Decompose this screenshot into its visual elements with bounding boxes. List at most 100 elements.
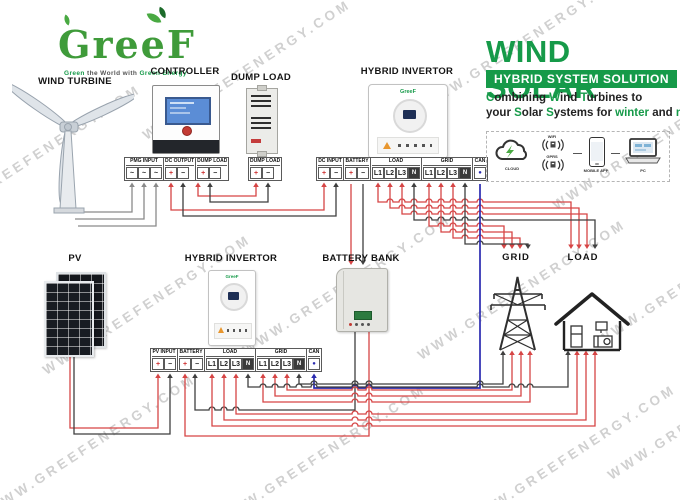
inverter-brand: GreeF xyxy=(400,89,416,95)
dash-separator xyxy=(573,153,582,154)
wire-arrowhead xyxy=(387,182,393,187)
grid-tower-icon xyxy=(490,276,546,351)
wire-arrowhead xyxy=(525,244,531,249)
terminal-group-label: GRID xyxy=(423,158,471,166)
wire-arrowhead xyxy=(311,373,317,378)
wire-arrowhead xyxy=(272,373,278,378)
terminal: N xyxy=(242,358,254,370)
terminal-group: CAN● xyxy=(473,158,487,180)
wire-arrowhead xyxy=(209,373,215,378)
hybrid-inverter-top-graphic: GreeF xyxy=(368,84,448,159)
terminal-strip-dumpload: DUMP LOAD+− xyxy=(248,157,283,181)
wire xyxy=(298,352,504,385)
label-wind-turbine: WIND TURBINE xyxy=(38,76,112,87)
terminal-group-label: LOAD xyxy=(206,349,254,357)
text-segment: W xyxy=(549,92,561,104)
wire-arrowhead xyxy=(399,182,405,187)
wire-arrowhead xyxy=(253,182,259,187)
text-segment: S xyxy=(514,107,522,119)
text-segment: olar xyxy=(521,107,547,119)
terminal: L3 xyxy=(396,167,408,179)
wire-arrowhead xyxy=(260,373,266,378)
vent-grille xyxy=(251,117,271,132)
terminal: L1 xyxy=(206,358,218,370)
terminal-group-label: DC OUTPUT xyxy=(165,158,195,166)
warning-triangle-icon xyxy=(218,327,224,333)
text-segment: Green Energy xyxy=(139,70,187,77)
terminal: L3 xyxy=(281,358,293,370)
mobile-app-label: MOBILE APP xyxy=(583,168,609,173)
battery-bank-graphic xyxy=(336,268,388,332)
wire-arrowhead xyxy=(462,182,468,187)
battery-display xyxy=(354,311,372,320)
red-stripe xyxy=(251,139,261,143)
terminal-group-label: LOAD xyxy=(372,158,420,166)
terminal-group-label: BATTERY xyxy=(345,158,369,166)
terminal: + xyxy=(165,167,177,179)
terminal: L2 xyxy=(218,358,230,370)
terminal-group-label: CAN xyxy=(474,158,486,166)
pc-laptop-icon xyxy=(625,138,661,164)
terminal-group: DC INPUT+− xyxy=(317,158,344,180)
terminal: − xyxy=(330,167,342,179)
label-pv: PV xyxy=(68,253,82,264)
cloud-icon xyxy=(495,139,527,160)
banner-subtitle: HYBRID SYSTEM SOLUTION xyxy=(486,70,678,88)
terminal-group-label: BATTERY xyxy=(179,349,203,357)
gprs-signal-icon xyxy=(542,159,564,171)
label-battery-bank: BATTERY BANK xyxy=(322,253,400,264)
terminal-group: PMG INPUT~~~ xyxy=(125,158,164,180)
wifi-signal-icon xyxy=(542,139,564,151)
text-segment: T xyxy=(580,92,587,104)
terminal: L2 xyxy=(269,358,281,370)
wire-arrowhead xyxy=(509,244,515,249)
text-segment: urbines to xyxy=(586,92,643,104)
terminal-strip-controller: PMG INPUT~~~DC OUTPUT+−DUMP LOAD+− xyxy=(124,157,230,181)
controller-knob xyxy=(182,126,192,136)
terminal: L3 xyxy=(447,167,459,179)
terminal: + xyxy=(345,167,357,179)
terminal: L1 xyxy=(257,358,269,370)
pv-panel-front xyxy=(44,281,94,357)
terminal: ● xyxy=(474,167,486,179)
watermark-text: WWW.GREEFENERGY.COM xyxy=(465,381,679,500)
wire-arrowhead xyxy=(284,373,290,378)
terminal: − xyxy=(209,167,222,179)
text-segment: ystems for xyxy=(553,107,616,119)
wire-arrowhead xyxy=(375,182,381,187)
bolt-icon xyxy=(506,145,514,158)
text-segment: the World with xyxy=(84,70,140,77)
label-hybrid-inverter-bottom: HYBRID INVERTOR xyxy=(184,253,278,264)
terminal: N xyxy=(459,167,471,179)
header-text-line2: your Solar Systems for winter and night xyxy=(486,107,680,119)
terminal-group-label: PV INPUT xyxy=(152,349,176,357)
wire-arrowhead xyxy=(411,182,417,187)
watermark-text: WWW.GREEFENERGY.COM xyxy=(0,371,199,500)
label-load: LOAD xyxy=(567,252,599,263)
wire xyxy=(197,184,257,197)
wifi-label: WIFI xyxy=(547,134,557,139)
wire-arrowhead xyxy=(245,373,251,378)
wire-arrowhead xyxy=(333,182,339,187)
wire-arrowhead xyxy=(233,373,239,378)
terminal: − xyxy=(191,358,203,370)
wire-arrowhead xyxy=(265,182,271,187)
text-segment: and xyxy=(649,107,676,119)
terminal: + xyxy=(197,167,210,179)
wire xyxy=(452,184,521,247)
terminal: N xyxy=(293,358,305,370)
brand-tagline: Green the World with Green Energy xyxy=(64,70,187,77)
wire-arrowhead xyxy=(155,373,161,378)
wire-arrowhead xyxy=(207,182,213,187)
text-segment: ind xyxy=(560,92,581,104)
text-segment: night xyxy=(675,107,680,119)
terminal: ● xyxy=(308,358,320,370)
terminal: ~ xyxy=(138,167,150,179)
pc-label: PC xyxy=(640,168,646,173)
hybrid-inverter-bottom-graphic: GreeF xyxy=(208,270,256,346)
wire-arrowhead xyxy=(426,182,432,187)
